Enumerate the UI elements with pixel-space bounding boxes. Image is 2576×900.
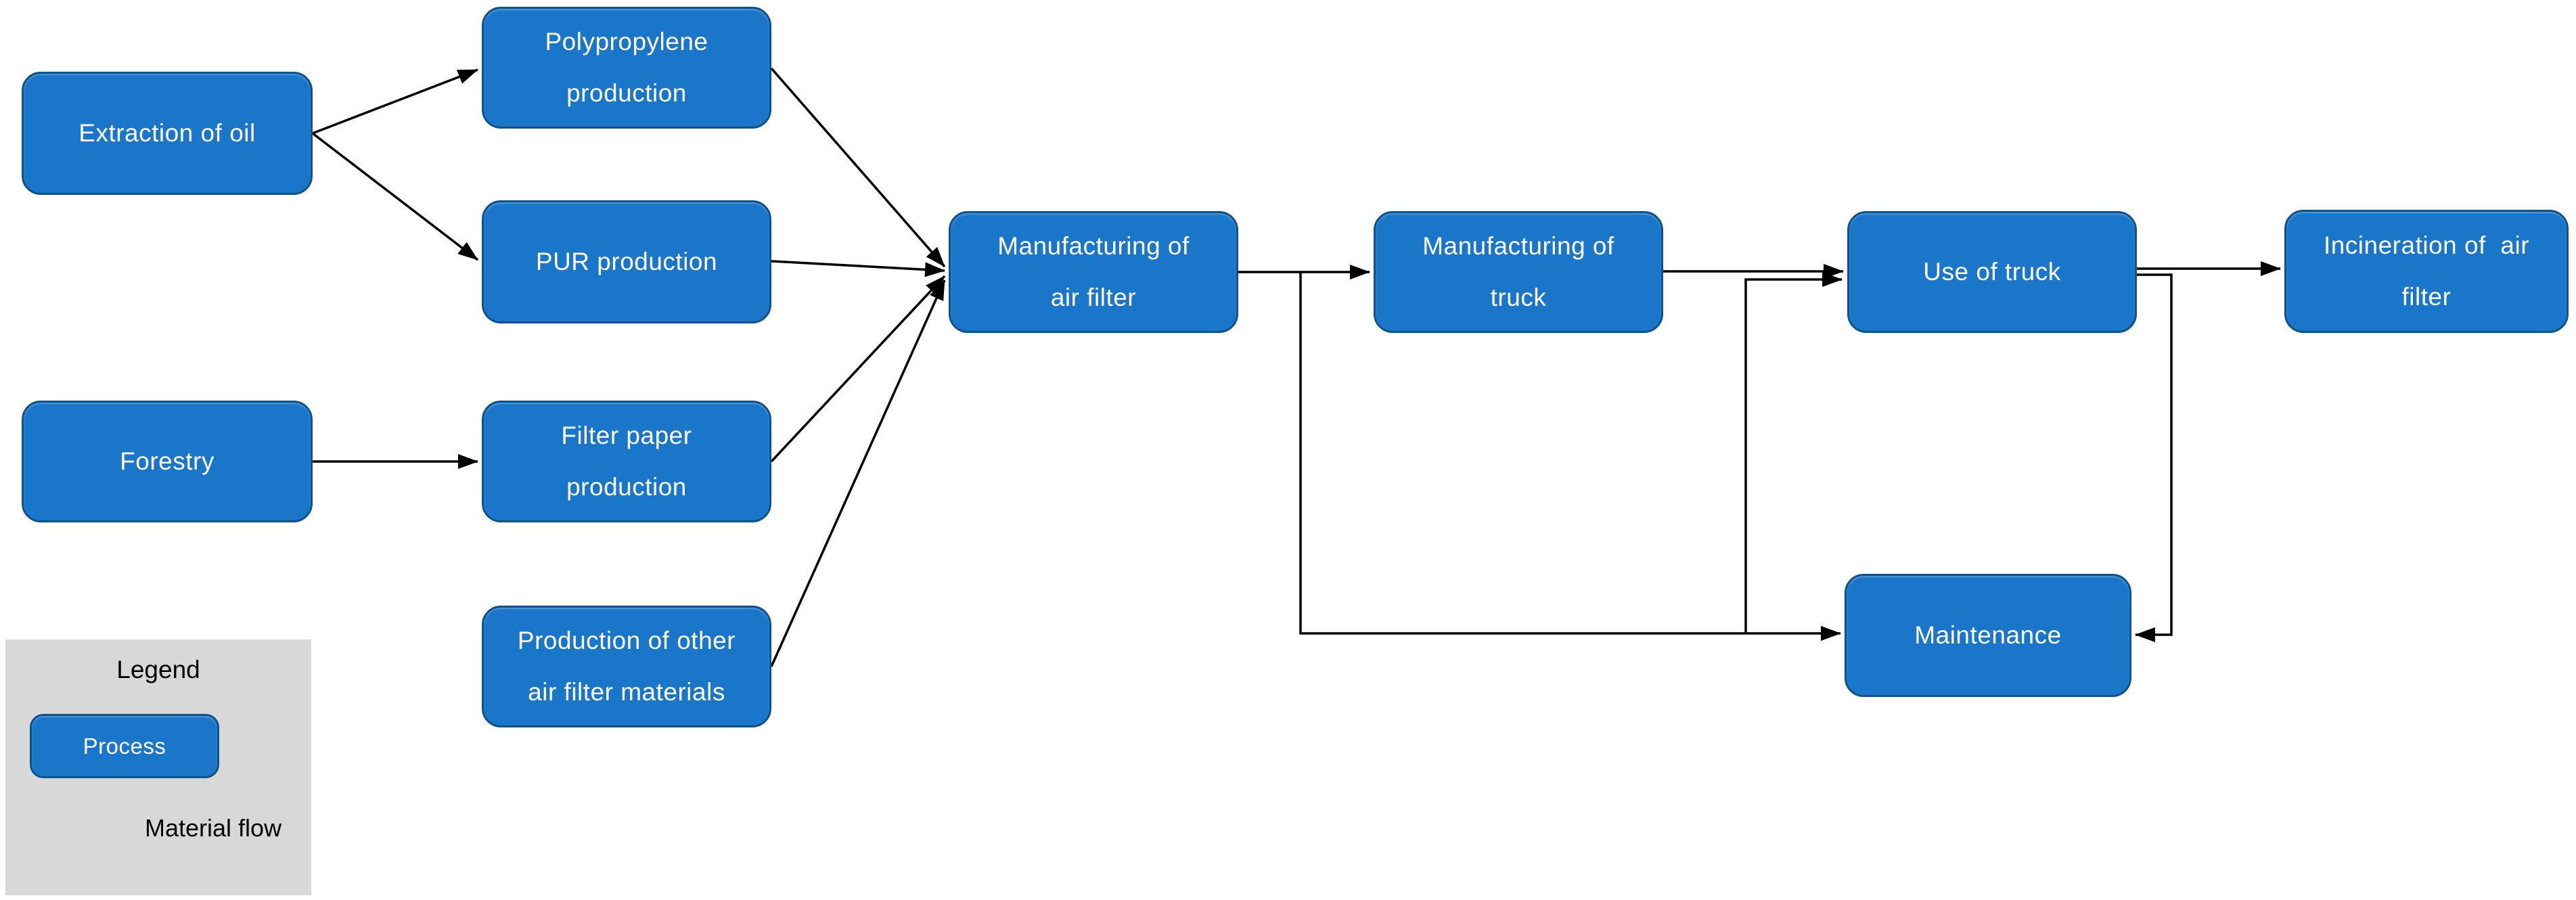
node-polypropylene-production: Polypropylene production bbox=[482, 7, 771, 129]
node-extraction-of-oil: Extraction of oil bbox=[22, 72, 313, 195]
legend-title: Legend bbox=[116, 656, 200, 683]
node-manufacturing-of-truck: Manufacturing of truck bbox=[1374, 211, 1663, 333]
legend-process-sample-box: Process bbox=[30, 714, 219, 778]
node-forestry: Forestry bbox=[22, 401, 313, 522]
edge-branch-to-use-of-truck bbox=[1744, 272, 1843, 633]
legend-material-flow-label: Material flow bbox=[145, 814, 282, 842]
edge-use-of-truck-to-maintenance bbox=[2135, 273, 2173, 642]
node-use-of-truck: Use of truck bbox=[1847, 211, 2137, 333]
edge-filter-paper-to-mfg-air-filter bbox=[770, 275, 946, 463]
edge-polypropylene-to-mfg-air-filter bbox=[770, 67, 946, 268]
node-maintenance: Maintenance bbox=[1845, 574, 2131, 697]
edge-extraction-to-polypropylene bbox=[312, 68, 478, 135]
node-filter-paper-production: Filter paper production bbox=[482, 401, 771, 522]
edge-pur-to-mfg-air-filter bbox=[771, 260, 945, 277]
node-pur-production: PUR production bbox=[482, 200, 771, 323]
node-incineration-of-air-filter: Incineration of air filter bbox=[2284, 210, 2569, 333]
edge-extraction-to-pur bbox=[311, 132, 479, 261]
node-manufacturing-of-air-filter: Manufacturing of air filter bbox=[949, 211, 1238, 333]
edge-other-materials-to-mfg-air-filter bbox=[770, 279, 946, 667]
legend-panel: Legend Process Material flow bbox=[5, 639, 311, 895]
node-production-other-air-filter-materials: Production of other air filter materials bbox=[482, 606, 771, 727]
